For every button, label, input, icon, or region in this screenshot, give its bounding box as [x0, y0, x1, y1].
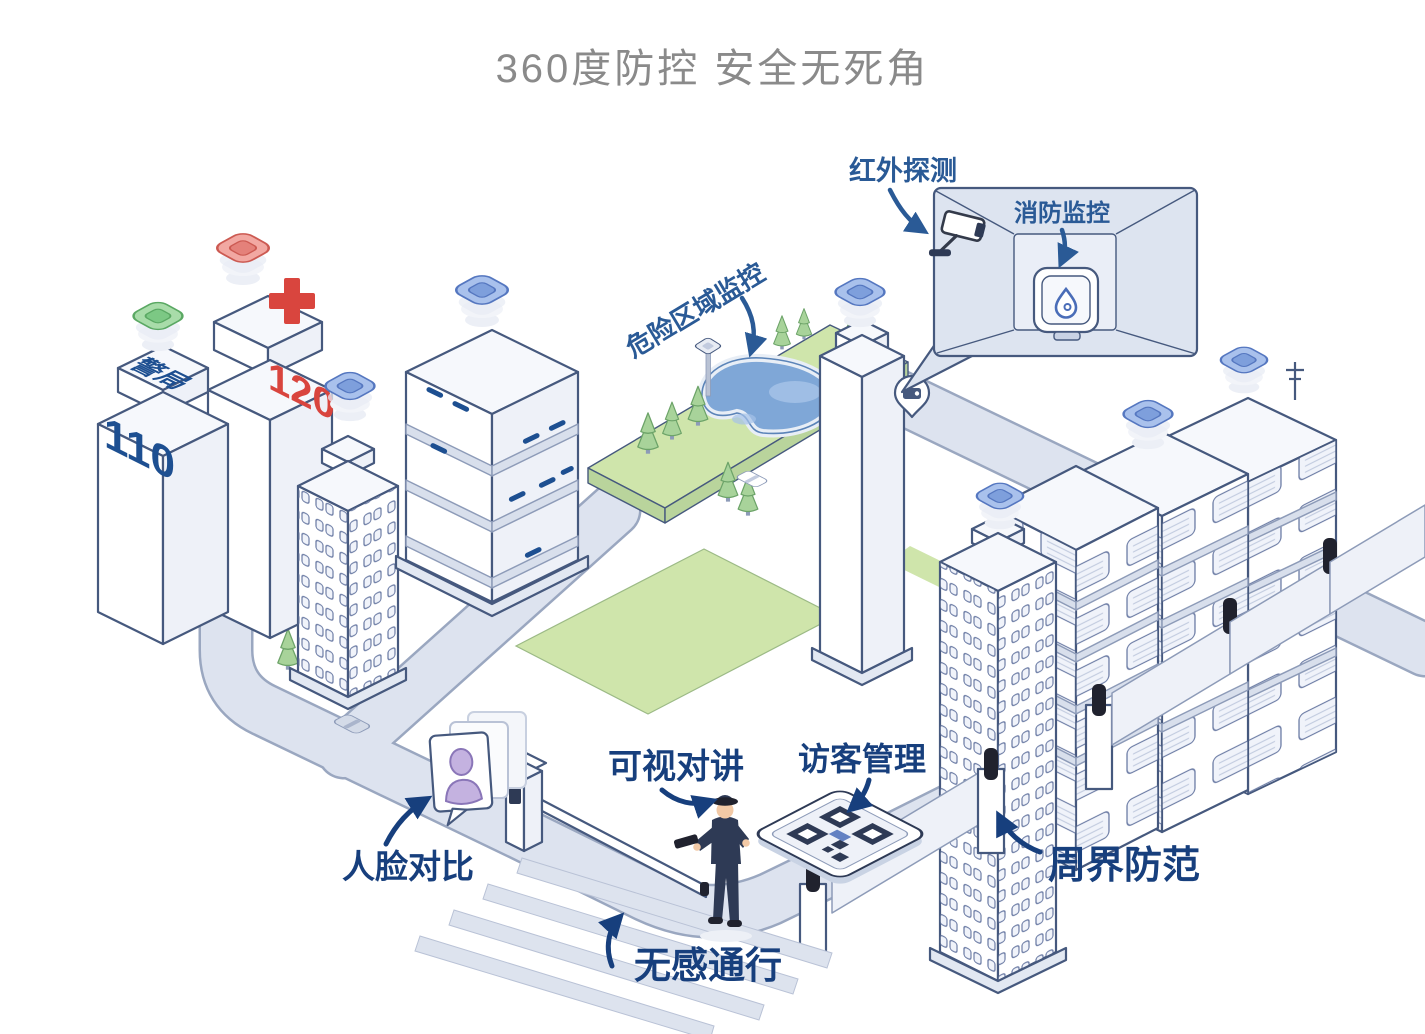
barrier-arm — [540, 798, 708, 899]
beacon-blue — [450, 272, 514, 327]
street-lamp — [694, 337, 722, 397]
office-floor-gaps — [405, 423, 579, 589]
police-building: 警局 110 — [96, 344, 230, 646]
page-title: 360度防控 安全无死角 — [495, 47, 930, 91]
visitor-tablet — [756, 790, 924, 884]
perimeter-fence — [798, 504, 1425, 958]
crosswalk — [414, 857, 833, 1034]
tower-camera-icon — [893, 374, 931, 419]
security-guard — [673, 795, 752, 942]
beacon-green — [128, 299, 188, 352]
beacon-blue — [1215, 344, 1273, 394]
seamless-passage-label: 无感通行 — [634, 945, 782, 986]
beacon-red — [211, 230, 275, 285]
red-cross-icon — [269, 278, 315, 324]
infrared-detection-label: 红外探测 — [849, 155, 957, 186]
id-card-stack — [428, 711, 527, 827]
fire-monitoring-label: 消防监控 — [1014, 199, 1110, 227]
beacon-blue — [830, 275, 890, 328]
car — [333, 714, 371, 734]
watch-tower — [810, 318, 931, 687]
visitor-management-label: 访客管理 — [798, 741, 926, 777]
callout-bubble: 消防监控 — [900, 186, 1199, 394]
avatar-icon — [444, 747, 484, 805]
perimeter-protection-label: 周界防范 — [1048, 845, 1200, 887]
gate-screen — [509, 788, 521, 804]
face-comparison-label: 人脸对比 — [342, 848, 474, 885]
infrared-camera-icon — [928, 210, 986, 257]
fire-detector-icon — [1032, 266, 1100, 341]
video-intercom-label: 可视对讲 — [608, 748, 744, 786]
office-windows — [426, 387, 574, 558]
office-building — [394, 328, 590, 618]
apartment-tower-left — [288, 434, 408, 711]
car — [736, 471, 768, 487]
gate-pillar-right — [1084, 684, 1114, 791]
